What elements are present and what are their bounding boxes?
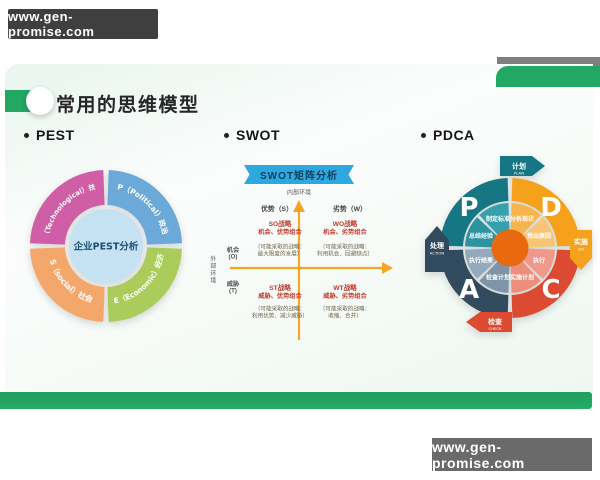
pdca-arrow-action [425, 226, 449, 272]
swot-so-combo: 机会、优势组合 [258, 228, 302, 236]
pdca-quadrant-action [440, 249, 509, 318]
bullet-dot-pest [24, 133, 29, 138]
bottom-green-band [0, 392, 592, 409]
pdca-arrow-check-zh: 检查 [488, 317, 503, 326]
pest-segment-political [107, 170, 182, 245]
bottom-watermark-badge: www.gen-promise.com [432, 438, 592, 471]
pdca-arrow-action-en: ACTION [430, 251, 445, 256]
swot-axes [230, 200, 393, 340]
swot-so-note-2: 最大限度的发展） [257, 251, 303, 258]
swot-col-weakness: 劣势（W） [333, 205, 367, 214]
pdca-inner-check-plan [479, 261, 510, 293]
pdca-inner-execution-result [465, 248, 497, 279]
swot-wt-note-2: 收缩、合并） [328, 313, 362, 320]
pest-center-circle [69, 209, 143, 283]
pest-segment-technological [30, 170, 105, 245]
swot-external-env-label: 外部环境 [208, 255, 216, 285]
pdca-arrow-do-en: DO [578, 247, 584, 252]
pdca-inner-analyze-status [510, 203, 541, 235]
swot-row-threat: 威胁 [226, 280, 240, 288]
pdca-letter-c: C [541, 275, 560, 305]
swot-banner: SWOT矩阵分析 [244, 165, 354, 184]
swot-wo-strategy: WO战略 [332, 220, 358, 228]
swot-axis-arrow-up [293, 200, 305, 212]
bullet-dot-swot [224, 133, 229, 138]
swot-wt-note-1: （可能采取的战略： [319, 306, 371, 313]
swot-row-opportunity-code: (O) [228, 253, 238, 261]
pdca-inner-find-causes [523, 217, 555, 248]
swot-internal-env-label: 内部环境 [287, 189, 311, 197]
swot-st-note-2: 利用优势、减少威胁） [252, 313, 308, 320]
swot-wo-note-1: （可能采取的战略： [319, 244, 371, 251]
swot-so-note-1: （可能采取的战略： [254, 244, 306, 251]
pdca-quadrant-do [511, 178, 580, 247]
pdca-quadrant-check [511, 249, 580, 318]
pest-segment-social [30, 247, 105, 322]
swot-so-strategy: SO战略 [268, 220, 292, 228]
pdca-quadrant-plan [440, 178, 509, 247]
pdca-inner-label-set-standards: 制定标准 [486, 215, 510, 223]
pdca-arrow-do-zh: 实施 [574, 237, 588, 246]
top-right-gray-strip [497, 57, 600, 68]
pdca-inner-label-execute: 执行 [533, 257, 545, 265]
pdca-letter-p: P [459, 193, 478, 223]
bullet-dot-pdca [421, 133, 426, 138]
bottom-watermark-text: www.gen-promise.com [432, 438, 525, 471]
pdca-arrow-plan-zh: 计划 [512, 162, 526, 171]
swot-wo-combo: 机会、劣势组合 [323, 228, 367, 236]
pdca-arrow-do [570, 230, 592, 270]
swot-st-note-1: （可能采取的战略： [254, 306, 306, 313]
pdca-letter-d: D [540, 193, 562, 223]
pdca-arrow-action-zh: 处理 [429, 241, 444, 250]
pdca-inner-implement-plan [510, 261, 541, 293]
bullet-pdca: PDCA [433, 127, 475, 143]
pest-center-label: 企业PEST分析 [73, 241, 139, 253]
pdca-inner-summarize-experience [465, 217, 497, 248]
pdca-inner-label-implement-plan: 实施计划 [510, 274, 534, 282]
pdca-arrow-plan [500, 156, 545, 176]
pdca-arrow-plan-en: PLAN [514, 171, 524, 176]
title-accent-knob [26, 87, 54, 115]
pdca-inner-label-check-plan: 检查计划 [486, 274, 510, 282]
pest-donut-chart: P（Political）政治 E（Economic）经济 S（social）社会… [24, 160, 182, 322]
bullet-swot: SWOT [236, 127, 280, 143]
swot-col-strength: 优势（S） [261, 205, 293, 214]
pdca-arrow-check [466, 312, 512, 332]
pest-segment-economic [107, 247, 182, 322]
pdca-arrow-check-en: CHECK [488, 326, 502, 331]
swot-st-combo: 威胁、优势组合 [258, 292, 302, 300]
pdca-inner-label-summarize-experience: 总结经验 [469, 232, 493, 240]
top-watermark-badge: www.gen-promise.com [8, 9, 158, 39]
swot-wt-strategy: WT战略 [333, 284, 357, 292]
swot-wo-note-2: 利用机会、回避缺点） [317, 251, 373, 258]
pdca-center-circle [491, 229, 529, 267]
pdca-inner-label-find-causes: 找出原因 [527, 232, 551, 240]
pdca-inner-label-analyze-status: 分析现状 [510, 215, 535, 223]
swot-row-opportunity: 机会 [226, 246, 240, 254]
pdca-letter-a: A [459, 275, 479, 305]
swot-row-threat-code: (T) [229, 287, 237, 295]
swot-matrix: SWOT矩阵分析 内部环境 外部环境 优势（S） 劣势（W） 机会 (O) 威胁… [200, 158, 400, 358]
pdca-inner-execute [523, 248, 555, 279]
bullet-pest: PEST [36, 127, 75, 143]
page-title: 常用的思维模型 [56, 95, 200, 116]
swot-st-strategy: ST战略 [269, 284, 291, 292]
top-watermark-text: www.gen-promise.com [8, 9, 95, 39]
swot-axis-arrow-right [382, 262, 393, 274]
pdca-wheel: P D C A 分析现状 找出原因 执行 实施计划 检查计划 执行结果 总结经验… [425, 156, 592, 332]
swot-banner-text: SWOT矩阵分析 [260, 171, 338, 182]
top-right-green-bar [496, 66, 600, 87]
pdca-inner-label-execution-result: 执行结果 [469, 257, 493, 265]
swot-wt-combo: 威胁、劣势组合 [323, 292, 367, 300]
pdca-inner-set-standards [479, 203, 510, 235]
